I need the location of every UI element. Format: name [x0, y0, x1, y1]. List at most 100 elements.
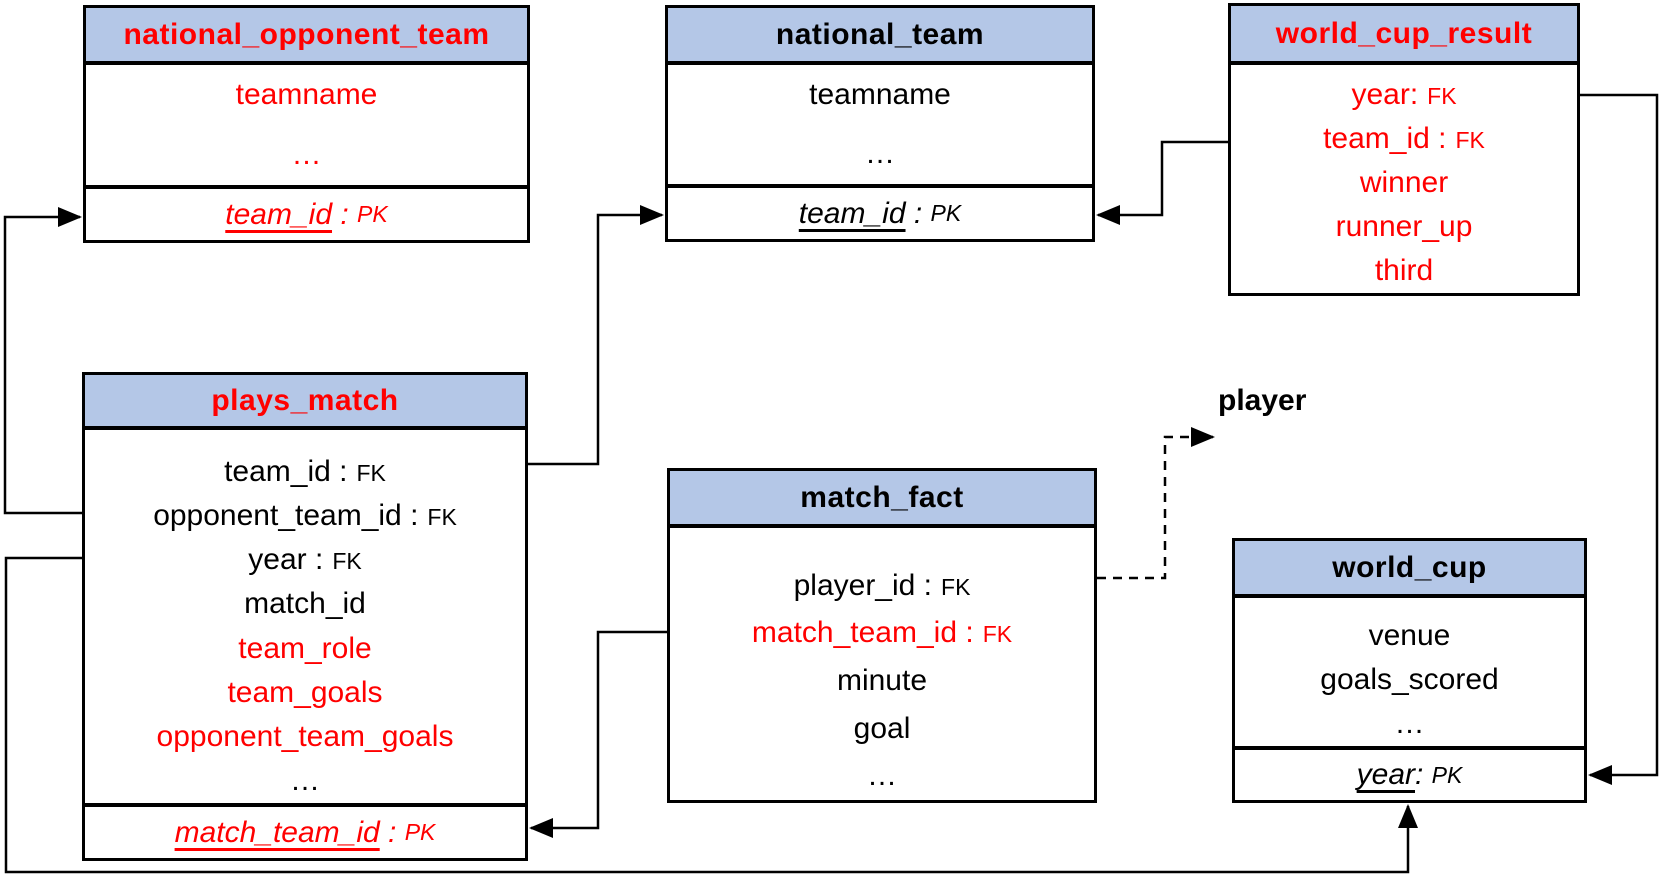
table-header: national_opponent_team — [86, 8, 527, 65]
field-list: teamname … — [86, 65, 527, 185]
field-label: … — [865, 137, 895, 171]
field-label: … — [1394, 707, 1425, 740]
field-third: third — [1375, 254, 1433, 288]
table-header: world_cup — [1235, 541, 1584, 598]
pk-field-label: team_id — [225, 197, 333, 231]
field-goals-scored: goals_scored — [1320, 663, 1498, 697]
field-teamname: teamname — [236, 78, 378, 112]
field-minute: minute — [837, 664, 927, 698]
table-title: match_fact — [800, 480, 964, 514]
field-team-id: team_id : FK — [224, 455, 386, 489]
field-label: teamname — [235, 78, 378, 111]
pk-tag: PK — [1431, 761, 1463, 788]
field-label: runner_up — [1335, 210, 1473, 243]
field-player-id: player_id : FK — [794, 569, 971, 603]
primary-key-row: match_team_id : PK — [85, 803, 525, 858]
edge-world-cup-result-year-to-world-cup — [1580, 93, 1659, 785]
field-tag: FK — [1455, 127, 1485, 153]
field-tag: FK — [1427, 83, 1457, 109]
field-label: goals_scored — [1320, 663, 1499, 696]
field-label: minute — [836, 663, 928, 697]
pk-separator: : — [1415, 758, 1432, 791]
pk-separator: : — [379, 815, 405, 849]
field-label: opponent_team_goals — [156, 719, 454, 753]
table-plays-match: plays_match team_id : FK opponent_team_id… — [82, 372, 528, 861]
field-tag: FK — [982, 621, 1013, 648]
field-year: year: FK — [1351, 78, 1456, 112]
field-match-team-id: match_team_id : FK — [752, 616, 1012, 650]
field-label: goal — [853, 711, 911, 745]
field-label: teamname — [809, 77, 951, 111]
field-label: … — [291, 138, 322, 171]
field-tag: FK — [427, 504, 457, 531]
pk-separator: : — [905, 196, 931, 230]
field-year: year :FK — [248, 543, 361, 577]
pk-tag: PK — [404, 819, 436, 845]
edge-match-fact-to-plays-match — [529, 630, 667, 838]
field-team-goals: team_goals — [227, 676, 382, 710]
table-world-cup: world_cup venue goals_scored … year: PK — [1232, 538, 1587, 803]
field-opponent-team-id: opponent_team_id : FK — [153, 499, 457, 533]
field-ellipsis: … — [865, 137, 895, 171]
table-title: world_cup_result — [1275, 16, 1533, 50]
table-title: plays_match — [211, 383, 399, 417]
field-venue: venue — [1369, 619, 1451, 653]
table-match-fact: match_fact player_id : FK match_team_id :… — [667, 468, 1097, 803]
field-runner-up: runner_up — [1336, 210, 1473, 244]
edge-world-cup-result-to-national-team — [1096, 140, 1228, 225]
table-title: national_opponent_team — [123, 17, 490, 51]
primary-key-row: year: PK — [1235, 746, 1584, 800]
field-match-id: match_id — [244, 587, 366, 621]
field-label: team_role — [238, 631, 372, 665]
field-teamname: teamname — [809, 78, 951, 112]
field-ellipsis: … — [292, 138, 322, 172]
pk-field-label: year — [1356, 758, 1415, 791]
pk-field-label: match_team_id — [174, 815, 380, 849]
table-title: world_cup — [1332, 550, 1487, 584]
field-label: match_id — [244, 587, 366, 621]
edge-plays-match-to-national-team — [528, 205, 664, 466]
edge-plays-match-to-national-opponent-team — [3, 207, 82, 515]
table-header: national_team — [668, 8, 1092, 65]
field-label: year: — [1351, 78, 1419, 111]
field-ellipsis: … — [1395, 707, 1425, 741]
field-label: third — [1374, 254, 1434, 287]
field-label: winner — [1359, 166, 1449, 199]
field-tag: FK — [356, 460, 386, 487]
field-label: year : — [248, 543, 324, 577]
pk-tag: PK — [357, 201, 388, 227]
table-national-team: national_team teamname … team_id : PK — [665, 5, 1095, 242]
field-list: teamname … — [668, 65, 1092, 184]
field-tag: FK — [941, 573, 971, 600]
table-header: world_cup_result — [1231, 6, 1577, 65]
field-team-id: team_id : FK — [1323, 122, 1485, 156]
field-list: year: FK team_id : FK winner runner_up thi… — [1231, 65, 1577, 293]
table-title: national_team — [775, 17, 985, 51]
field-goal: goal — [854, 712, 911, 746]
pk-field-label: team_id — [798, 196, 906, 230]
field-list: team_id : FK opponent_team_id : FK year :F… — [85, 430, 525, 803]
field-label: venue — [1368, 619, 1451, 652]
pk-tag: PK — [930, 200, 962, 226]
table-header: match_fact — [670, 471, 1094, 528]
field-ellipsis: … — [867, 759, 897, 793]
field-label: … — [290, 763, 320, 797]
field-label: team_id : — [1323, 122, 1447, 155]
field-label: … — [867, 759, 897, 793]
primary-key-row: team_id : PK — [86, 185, 527, 240]
field-opponent-team-goals: opponent_team_goals — [157, 720, 454, 754]
field-label: team_id : — [224, 455, 348, 489]
field-label: opponent_team_id : — [153, 499, 419, 533]
edge-plays-match-year-to-world-cup — [4, 556, 1418, 874]
field-winner: winner — [1360, 166, 1448, 200]
field-team-role: team_role — [238, 632, 371, 666]
field-label: match_team_id : — [751, 616, 974, 650]
field-ellipsis: … — [290, 764, 320, 798]
player-entity-label: player — [1218, 384, 1307, 417]
table-world-cup-result: world_cup_result year: FK team_id : FK win… — [1228, 3, 1580, 296]
field-label: team_goals — [227, 675, 383, 709]
field-label: player_id : — [793, 568, 933, 602]
table-header: plays_match — [85, 375, 525, 430]
